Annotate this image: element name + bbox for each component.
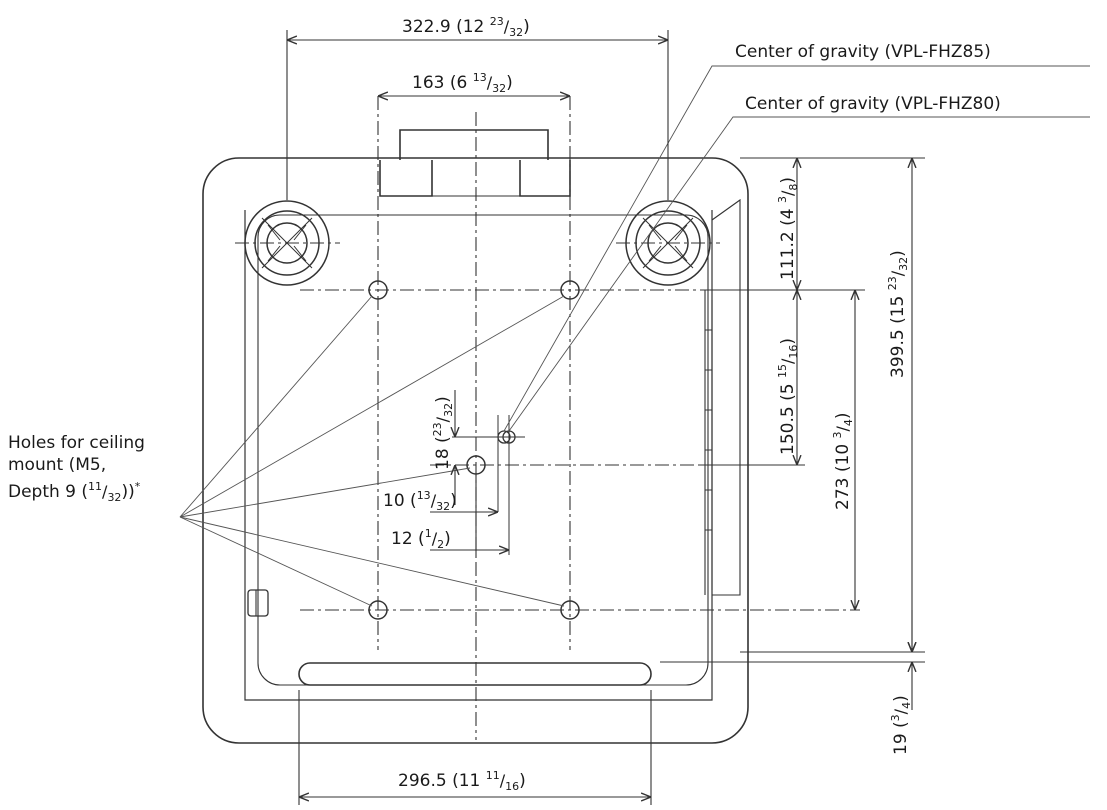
projector-inner-outline bbox=[244, 210, 713, 701]
mount-hole bbox=[368, 280, 388, 300]
ceiling-mount-holes-label: Holes for ceiling mount (M5, Depth 9 (11… bbox=[8, 432, 188, 509]
mount-hole bbox=[368, 600, 388, 620]
dim-label-width-bottom: 296.5 (11 11/16) bbox=[398, 769, 526, 793]
dim-label-cog-offset-x2: 12 (1/2) bbox=[391, 527, 451, 551]
projector-inner-panel bbox=[257, 214, 709, 686]
dim-label-depth-front: 111.2 (4 3/8) bbox=[776, 177, 800, 280]
dim-label-width-top: 322.9 (12 23/32) bbox=[402, 15, 530, 39]
cog-fhz80-label: Center of gravity (VPL-FHZ80) bbox=[745, 94, 1001, 114]
bottom-slot bbox=[298, 662, 652, 686]
holes-leader-lines bbox=[179, 295, 565, 607]
dim-label-depth-total: 399.5 (15 23/32) bbox=[886, 250, 910, 378]
dim-label-depth-cog: 150.5 (5 15/16) bbox=[776, 338, 800, 455]
dim-label-depth-rear: 19 (3/4) bbox=[889, 695, 913, 755]
mount-hole-center bbox=[466, 455, 486, 475]
mount-hole bbox=[560, 280, 580, 300]
dim-label-depth-holes: 273 (10 3/4) bbox=[831, 412, 855, 510]
top-tab-outline bbox=[379, 129, 571, 197]
asterisk: * bbox=[134, 480, 141, 493]
holes-label-line2: mount (M5, bbox=[8, 455, 107, 475]
right-rail bbox=[711, 198, 741, 596]
mount-holes bbox=[368, 280, 580, 620]
dim-label-cog-offset-x1: 10 (13/32) bbox=[383, 489, 457, 513]
holes-label-line3: Depth 9 (11/32))* bbox=[8, 480, 141, 504]
dim-label-cog-offset-y: 18 (23/32) bbox=[431, 396, 455, 470]
cog-fhz85-label: Center of gravity (VPL-FHZ85) bbox=[735, 42, 991, 62]
dim-label-width-inner: 163 (6 13/32) bbox=[412, 71, 513, 95]
holes-label-line1: Holes for ceiling bbox=[8, 433, 145, 453]
side-vent-strip bbox=[704, 290, 713, 595]
cog-leader-lines bbox=[503, 65, 1090, 432]
center-of-gravity-marks bbox=[452, 415, 525, 555]
mount-hole bbox=[560, 600, 580, 620]
left-latch bbox=[247, 589, 269, 617]
